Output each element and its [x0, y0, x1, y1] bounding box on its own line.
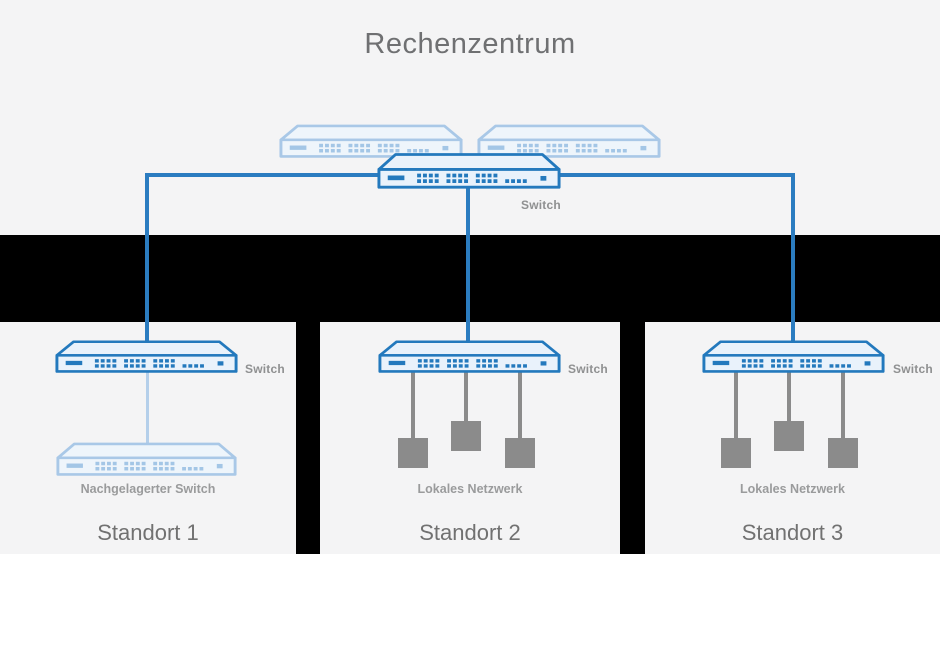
site1-switch-label: Switch — [245, 362, 285, 376]
site1-switch-icon — [54, 335, 239, 374]
datacenter-zone-background — [0, 0, 940, 235]
site2-switch-label: Switch — [568, 362, 608, 376]
lan-drop-line — [411, 371, 415, 441]
lan-drop-line — [734, 371, 738, 441]
site2-name: Standort 2 — [419, 520, 521, 545]
lan-drop-line — [841, 371, 845, 441]
lan-node-square — [398, 438, 428, 468]
uplink-line-site2 — [466, 185, 470, 350]
lan-drop-line — [518, 371, 522, 441]
lan-node-square — [505, 438, 535, 468]
site1-name: Standort 1 — [97, 520, 199, 545]
lan-node-square — [828, 438, 858, 468]
site3-switch-label: Switch — [893, 362, 933, 376]
site1-sub-label: Nachgelagerter Switch — [80, 482, 216, 496]
uplink-line-site3 — [791, 173, 795, 350]
uplink-line-site1 — [145, 173, 149, 350]
lan-node-square — [774, 421, 804, 451]
core-switch-label: Switch — [521, 198, 561, 212]
downstream-switch-line — [146, 370, 149, 444]
lan-node-square — [451, 421, 481, 451]
site3-switch-icon — [701, 335, 886, 374]
lan-node-square — [721, 438, 751, 468]
site2-switch-icon — [377, 335, 562, 374]
core-switch-icon — [376, 147, 562, 190]
page-title: Rechenzentrum — [364, 28, 576, 60]
site3-sub-label: Lokales Netzwerk — [740, 482, 845, 496]
site2-sub-label: Lokales Netzwerk — [417, 482, 523, 496]
site3-name: Standort 3 — [741, 520, 844, 545]
downstream-switch-icon — [55, 437, 238, 477]
lan-drop-line — [464, 371, 468, 424]
lan-drop-line — [787, 371, 791, 424]
